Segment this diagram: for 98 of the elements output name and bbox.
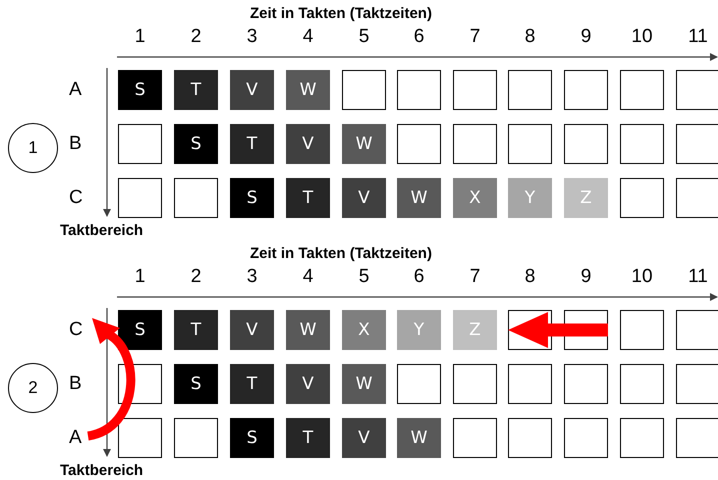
empty-square — [676, 364, 718, 404]
column-number: 1 — [134, 26, 146, 48]
column-number: 10 — [631, 266, 653, 288]
step-square: W — [397, 418, 441, 458]
empty-square — [620, 70, 664, 110]
column-number: 6 — [414, 26, 424, 48]
step-square: W — [286, 70, 330, 110]
empty-square — [620, 310, 664, 350]
column-number: 9 — [580, 266, 592, 288]
empty-square — [397, 124, 441, 164]
step-square: S — [118, 310, 162, 350]
empty-square — [620, 364, 664, 404]
step-number-circle: 2 — [8, 363, 58, 413]
column-number: 6 — [414, 266, 424, 288]
column-number: 8 — [524, 26, 536, 48]
empty-square — [453, 70, 497, 110]
step-square: S — [174, 124, 218, 164]
empty-square — [564, 70, 608, 110]
empty-square — [342, 70, 386, 110]
empty-square — [508, 418, 552, 458]
step-square: V — [342, 178, 386, 218]
axis-title: Zeit in Takten (Taktzeiten) — [250, 245, 432, 262]
step-square: S — [174, 364, 218, 404]
column-number: 4 — [302, 26, 314, 48]
column-number: 2 — [190, 266, 202, 288]
row-label: B — [69, 133, 82, 155]
column-number: 11 — [688, 26, 708, 48]
step-square: S — [230, 178, 274, 218]
empty-square — [508, 70, 552, 110]
step-square: X — [453, 178, 497, 218]
empty-square — [620, 418, 664, 458]
step-square: Y — [508, 178, 552, 218]
empty-square — [676, 418, 718, 458]
step-square: T — [286, 418, 330, 458]
step-square: T — [230, 124, 274, 164]
step-square: V — [230, 310, 274, 350]
empty-square — [397, 364, 441, 404]
column-number: 2 — [190, 26, 202, 48]
column-number: 9 — [580, 26, 592, 48]
empty-square — [620, 124, 664, 164]
empty-square — [118, 418, 162, 458]
empty-square — [453, 364, 497, 404]
step-number-circle: 1 — [8, 123, 58, 173]
step-square: X — [342, 310, 386, 350]
empty-square — [676, 310, 718, 350]
empty-square — [564, 124, 608, 164]
row-label: C — [69, 187, 83, 209]
step-square: T — [230, 364, 274, 404]
empty-square — [508, 364, 552, 404]
empty-square — [397, 70, 441, 110]
step-square: W — [342, 364, 386, 404]
column-number: 7 — [470, 266, 480, 288]
empty-square — [118, 178, 162, 218]
column-number: 3 — [246, 26, 258, 48]
empty-square — [174, 178, 218, 218]
step-square: S — [230, 418, 274, 458]
arrow — [508, 312, 608, 348]
empty-square — [508, 124, 552, 164]
axis-title: Zeit in Takten (Taktzeiten) — [250, 5, 432, 22]
column-number: 4 — [302, 266, 314, 288]
axis-label: Taktbereich — [60, 222, 144, 239]
empty-square — [564, 364, 608, 404]
step-square: V — [230, 70, 274, 110]
row-label: A — [69, 427, 82, 449]
column-number: 11 — [688, 266, 708, 288]
column-number: 7 — [470, 26, 480, 48]
empty-square — [174, 418, 218, 458]
step-square: Z — [453, 310, 497, 350]
axis-label: Taktbereich — [60, 462, 144, 479]
row-label: A — [69, 79, 82, 101]
step-square: V — [286, 124, 330, 164]
empty-square — [620, 178, 664, 218]
step-square: S — [118, 70, 162, 110]
step-square: V — [342, 418, 386, 458]
row-label: C — [69, 319, 83, 341]
empty-square — [453, 124, 497, 164]
empty-square — [676, 178, 718, 218]
empty-square — [453, 418, 497, 458]
column-number: 5 — [358, 266, 370, 288]
step-square: V — [286, 364, 330, 404]
row-label: B — [69, 373, 82, 395]
column-number: 10 — [631, 26, 653, 48]
column-number: 5 — [358, 26, 370, 48]
empty-square — [564, 418, 608, 458]
empty-square — [118, 124, 162, 164]
step-square: W — [397, 178, 441, 218]
step-square: W — [286, 310, 330, 350]
step-square: Y — [397, 310, 441, 350]
step-square: W — [342, 124, 386, 164]
empty-square — [676, 70, 718, 110]
step-square: T — [174, 310, 218, 350]
column-number: 8 — [524, 266, 536, 288]
column-number: 1 — [134, 266, 146, 288]
column-number: 3 — [246, 266, 258, 288]
step-square: T — [174, 70, 218, 110]
empty-square — [676, 124, 718, 164]
step-square: T — [286, 178, 330, 218]
step-square: Z — [564, 178, 608, 218]
